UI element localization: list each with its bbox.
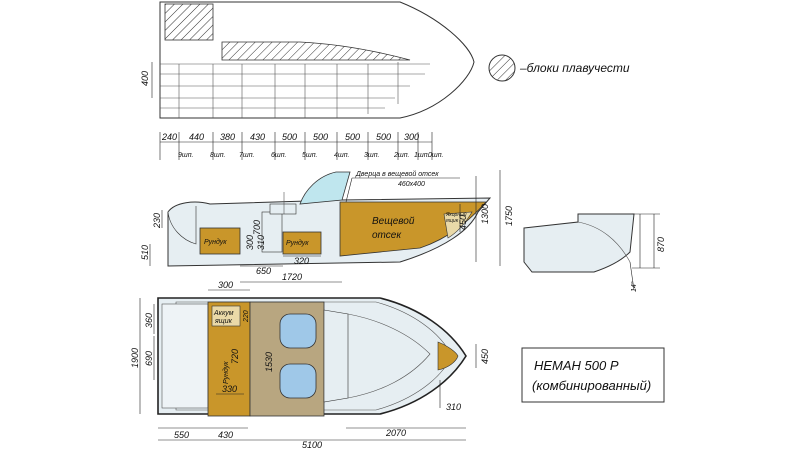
top-view: Аккум ящик Рундук 300 220 360 690 1900 1…	[130, 280, 490, 450]
dim-1900: 1900	[130, 348, 140, 368]
side-locker-mid	[282, 231, 322, 255]
dim-1720: 1720	[282, 272, 302, 282]
dim-870: 870	[656, 237, 666, 252]
battery-box	[211, 305, 241, 327]
dim-1750: 1750	[504, 206, 514, 226]
spacing-500b: 500	[313, 132, 328, 142]
spacing-500d: 500	[376, 132, 391, 142]
dim-1530: 1530	[264, 352, 274, 372]
spacing-240: 240	[161, 132, 177, 142]
windshield	[299, 171, 351, 205]
side-locker-left	[199, 227, 241, 255]
dim-510: 510	[140, 245, 150, 260]
side-locker-mid-label: Рундук	[286, 239, 309, 247]
anchor-label-1: Якорный	[445, 211, 467, 218]
dim-220: 220	[243, 310, 250, 323]
seat-port	[279, 313, 317, 349]
title-variant: (комбинированный)	[532, 378, 651, 393]
dim-450-top: 450	[480, 349, 490, 364]
locker-label-1: Вещевой	[372, 216, 415, 227]
deadrise-angle: 14°	[630, 281, 638, 292]
battery-label-2: ящик	[214, 318, 233, 325]
dim-360: 360	[144, 313, 154, 328]
dim-400: 400	[140, 71, 150, 86]
dim-300-top: 300	[218, 280, 233, 290]
spacing-430: 430	[250, 132, 265, 142]
top-rundук-label: Рундук	[222, 361, 230, 384]
dim-300-side: 300	[245, 235, 255, 250]
legend-label: –блоки плавучести	[519, 61, 630, 75]
frame-9: 9шп.	[178, 152, 194, 159]
battery-label-1: Аккум	[213, 310, 234, 317]
dim-650: 650	[256, 266, 271, 276]
dim-720: 720	[230, 349, 240, 364]
locker-label-2: отсек	[372, 230, 402, 241]
dim-550: 550	[174, 430, 189, 440]
frame-8: 8шп.	[210, 152, 226, 159]
seat-starboard	[279, 363, 317, 399]
dim-450-side: 450	[458, 215, 468, 230]
frame-7: 7шп.	[239, 152, 255, 159]
title-block: НЕМАН 500 Р (комбинированный)	[521, 347, 665, 403]
side-view: Рундук Рундук Вещевой отсек Якорный ящик…	[140, 170, 514, 283]
plan-view: 400 240 440 380 430 500 500 500 500 300 …	[140, 1, 475, 160]
bow-hatch	[437, 341, 459, 371]
legend-hatch-swatch	[488, 54, 516, 82]
dim-230: 230	[152, 213, 162, 229]
frame-0: 0шп.	[428, 152, 444, 159]
anchor-label-2: ящик	[445, 218, 459, 224]
dim-430: 430	[218, 430, 233, 440]
frame-4: 4шп.	[334, 152, 350, 159]
spacing-300: 300	[404, 132, 419, 142]
dim-700: 700	[252, 220, 262, 235]
dim-310-side: 310	[256, 235, 266, 250]
frame-2: 2шп.	[393, 152, 410, 159]
frame-6: 6шп.	[271, 152, 287, 159]
dim-1300: 1300	[480, 204, 490, 224]
spacing-500c: 500	[345, 132, 360, 142]
dim-5100: 5100	[302, 440, 322, 450]
door-size: 460x400	[398, 181, 425, 188]
frame-3: 3шп.	[364, 152, 380, 159]
buoyancy-block-aft	[164, 3, 214, 41]
dim-2070: 2070	[385, 428, 406, 438]
dim-310-top: 310	[446, 402, 461, 412]
legend: –блоки плавучести	[488, 54, 630, 82]
side-locker-left-label: Рундук	[204, 238, 227, 246]
spacing-380: 380	[220, 132, 235, 142]
buoyancy-block-fwd	[221, 41, 411, 61]
door-label: Дверца в вещевой отсек	[355, 170, 439, 178]
dim-330: 330	[222, 384, 237, 394]
anchor-box	[443, 211, 473, 239]
spacing-500a: 500	[282, 132, 297, 142]
dim-690: 690	[144, 351, 154, 366]
section-view: 870 14°	[523, 213, 666, 292]
frame-5: 5шп.	[302, 152, 318, 159]
frame-1: 1шп.	[414, 152, 430, 159]
spacing-440: 440	[189, 132, 204, 142]
title-model: НЕМАН 500 Р	[534, 358, 619, 373]
dim-320: 320	[294, 256, 309, 266]
